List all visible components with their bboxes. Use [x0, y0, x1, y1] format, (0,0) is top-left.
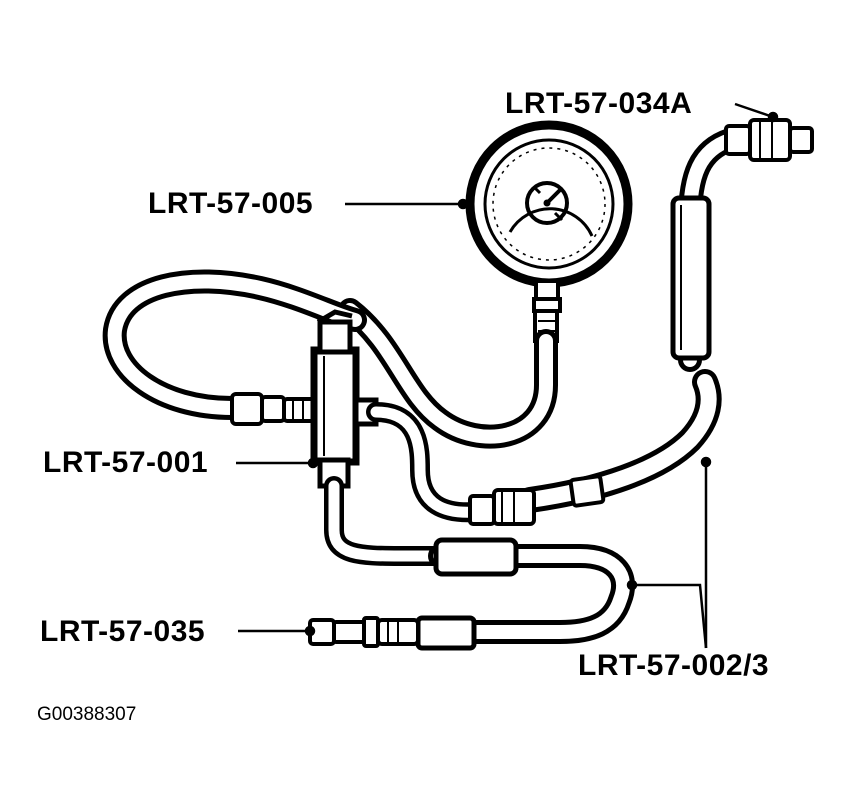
top-adapter-sleeve [670, 195, 712, 361]
tee-bottom-pipe [324, 476, 450, 566]
leader-dot-adapter-bottom [304, 625, 316, 637]
pressure-gauge [465, 120, 633, 343]
middle-hose [517, 369, 722, 513]
tee-right-pipe [366, 402, 485, 523]
leader-dot-hoses-lower [626, 579, 638, 591]
leader-line-hoses-lower [632, 583, 708, 649]
leader-lines [236, 102, 779, 649]
label-adapter-bottom: LRT-57-035 [40, 615, 206, 648]
loop-hose [102, 269, 367, 420]
label-gauge: LRT-57-005 [148, 187, 314, 220]
middle-hose-coupling [468, 474, 606, 526]
label-tee-piece: LRT-57-001 [43, 446, 209, 479]
figure-id: G00388307 [37, 704, 137, 725]
label-adapter-top: LRT-57-034A [505, 87, 693, 120]
lower-hose [428, 544, 635, 644]
leader-dot-tee [307, 457, 319, 469]
leader-dot-gauge [457, 198, 469, 210]
loop-hose-coupling [230, 392, 316, 426]
label-hoses: LRT-57-002/3 [578, 649, 770, 682]
tee-piece [310, 309, 379, 489]
leader-line-adapter-top [734, 102, 774, 119]
gauge-hose [338, 298, 558, 449]
leader-dot-adapter-top [767, 111, 779, 123]
lower-hose-sleeve [415, 537, 519, 651]
leader-dot-hoses-upper [700, 456, 712, 468]
top-adapter-fitting [724, 118, 814, 162]
bottom-adapter-fitting [308, 616, 420, 648]
